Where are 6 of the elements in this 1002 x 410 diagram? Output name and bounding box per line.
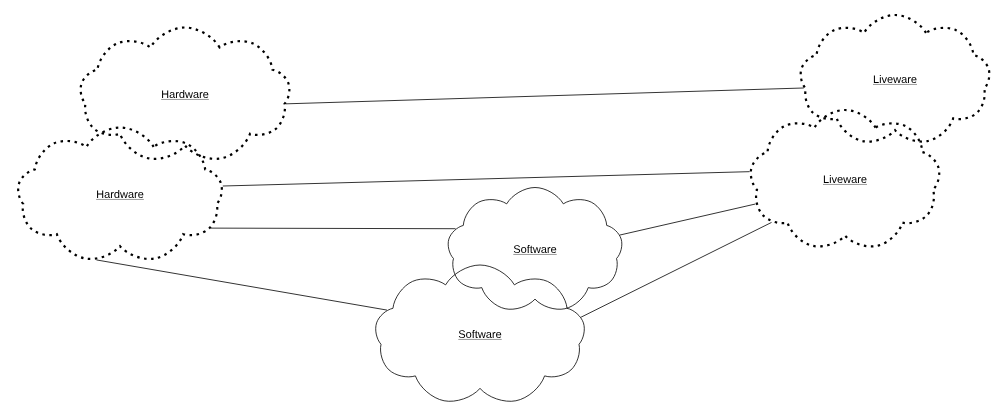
connector-line xyxy=(580,222,772,318)
connector-line xyxy=(619,203,756,236)
connector-line xyxy=(95,259,388,311)
connector-line xyxy=(222,171,750,187)
connector-line xyxy=(285,87,805,105)
connector-line xyxy=(210,227,456,230)
